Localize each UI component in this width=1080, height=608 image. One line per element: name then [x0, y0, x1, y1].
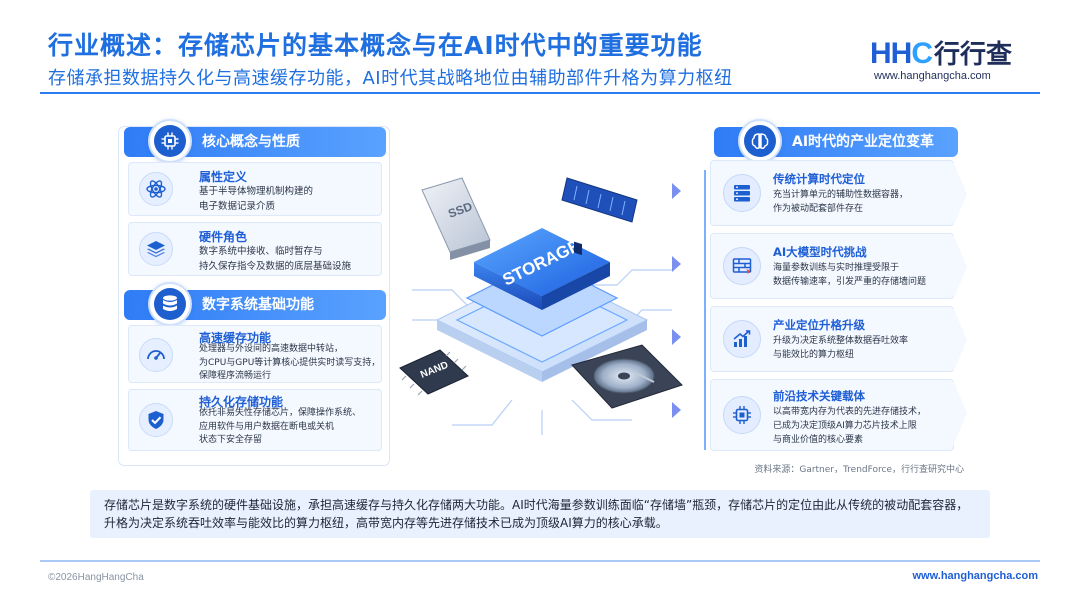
section-header-ai-industry: AI时代的产业定位变革	[714, 119, 958, 163]
card-ai-challenge: AI大模型时代挑战 海量参数训练与实时推理受限于 数据传输速率，引发严重的存储墙…	[710, 233, 967, 300]
logo-mark: HHC	[870, 37, 933, 70]
footer-divider	[40, 560, 1040, 562]
page-title: 行业概述：存储芯片的基本概念与在AI时代中的重要功能	[48, 31, 703, 60]
section-title: 核心概念与性质	[202, 134, 300, 150]
hard-disk-drive	[571, 344, 683, 409]
header-divider	[40, 92, 1040, 94]
nand-chip: NAND	[399, 349, 469, 396]
summary-box: 存储芯片是数字系统的硬件基础设施，承担高速缓存与持久化存储两大功能。AI时代海量…	[90, 490, 990, 538]
card-text: 升级为决定系统整体数据吞吐效率 与能效比的算力枢纽	[773, 336, 909, 360]
timeline-line	[704, 170, 706, 450]
section-header-core-concepts: 核心概念与性质	[124, 119, 386, 163]
brain-icon	[738, 119, 782, 163]
card-text: 以高带宽内存为代表的先进存储技术， 已成为决定顶级AI算力芯片技术上限 与商业价…	[773, 407, 927, 445]
section-header-system-functions: 数字系统基础功能	[124, 282, 386, 326]
card-text: 数字系统中接收、临时暂存与 持久保存指令及数据的底层基础设施	[199, 246, 352, 272]
card-title: 前沿技术关键载体	[773, 389, 865, 403]
chip-icon	[148, 119, 192, 163]
database-icon	[148, 282, 192, 326]
card-title: AI大模型时代挑战	[773, 245, 867, 259]
card-text: 依托非易失性存储芯片，保障操作系统、 应用软件与用户数据在断电或关机 状态下安全…	[199, 408, 362, 445]
card-attribute-definition: 属性定义 基于半导体物理机制构建的 电子数据记录介质	[128, 162, 382, 216]
firewall-icon	[723, 247, 761, 285]
card-frontier-tech: 前沿技术关键载体 以高带宽内存为代表的先进存储技术， 已成为决定顶级AI算力芯片…	[710, 379, 967, 451]
chevron-right-icon	[672, 256, 681, 272]
chevron-right-icon	[672, 402, 681, 418]
page-subtitle: 存储承担数据持久化与高速缓存功能，AI时代其战略地位由辅助部件升格为算力枢纽	[48, 68, 733, 89]
footer-url-link[interactable]: www.hanghangcha.com	[912, 570, 1039, 582]
layers-icon	[139, 232, 173, 266]
server-icon	[723, 174, 761, 212]
gauge-icon	[139, 338, 173, 372]
card-text: 基于半导体物理机制构建的 电子数据记录介质	[199, 186, 314, 212]
card-title: 高速缓存功能	[199, 331, 272, 345]
card-persistent-storage: 持久化存储功能 依托非易失性存储芯片，保障操作系统、 应用软件与用户数据在断电或…	[128, 389, 382, 451]
card-text: 充当计算单元的辅助性数据容器， 作为被动配套部件存在	[773, 190, 909, 214]
storage-illustration: STORAGE SSD NAND	[399, 177, 683, 435]
logo-url: www.hanghangcha.com	[874, 70, 991, 82]
atom-icon	[139, 172, 173, 206]
card-cache-function: 高速缓存功能 处理器与外设间的高速数据中转站， 为CPU与GPU等计算核心提供实…	[128, 325, 382, 383]
section-title: 数字系统基础功能	[202, 297, 314, 313]
section-title: AI时代的产业定位变革	[792, 134, 935, 150]
card-title: 属性定义	[199, 170, 248, 184]
card-position-upgrade: 产业定位升格升级 升级为决定系统整体数据吞吐效率 与能效比的算力枢纽	[710, 306, 967, 373]
processor-icon	[723, 396, 761, 434]
chevron-right-icon	[672, 329, 681, 345]
card-title: 硬件角色	[199, 230, 248, 244]
card-text: 海量参数训练与实时推理受限于 数据传输速率，引发严重的存储墙问题	[773, 263, 927, 287]
chevron-right-icon	[672, 183, 681, 199]
card-text: 处理器与外设间的高速数据中转站， 为CPU与GPU等计算核心提供实时读写支持， …	[199, 344, 381, 381]
card-title: 持久化存储功能	[199, 395, 284, 409]
card-hardware-role: 硬件角色 数字系统中接收、临时暂存与 持久保存指令及数据的底层基础设施	[128, 222, 382, 276]
brand-logo[interactable]: HHC行行查 www.hanghangcha.com	[870, 34, 1040, 84]
footer-copyright: ©2026HangHangCha	[48, 572, 144, 583]
shield-check-icon	[139, 403, 173, 437]
source-note: 资料来源：Gartner，TrendForce，行行查研究中心	[754, 465, 964, 475]
logo-cn-text: 行行查	[934, 40, 1013, 70]
card-title: 传统计算时代定位	[773, 172, 865, 186]
ram-module	[561, 177, 638, 256]
card-title: 产业定位升格升级	[773, 318, 865, 332]
growth-chart-icon	[723, 320, 761, 358]
card-traditional-era: 传统计算时代定位 充当计算单元的辅助性数据容器， 作为被动配套部件存在	[710, 160, 967, 227]
ssd-drive: SSD	[421, 177, 491, 260]
